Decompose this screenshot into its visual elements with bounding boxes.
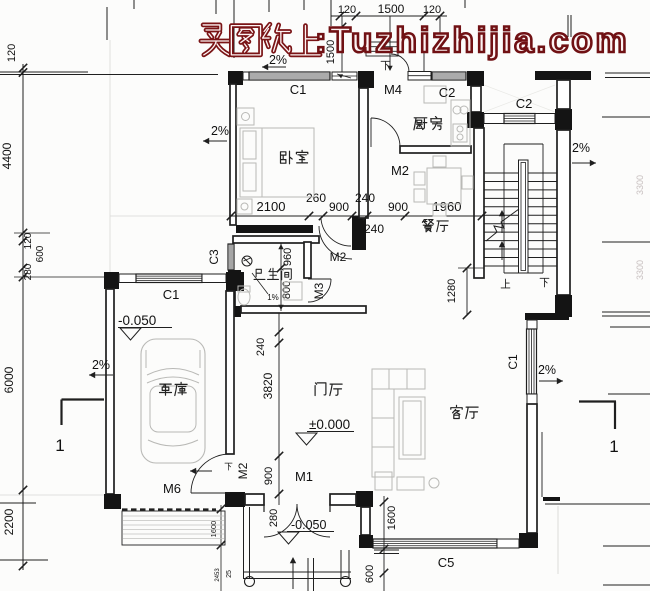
svg-text:1960: 1960 <box>433 199 462 214</box>
svg-text:120: 120 <box>423 4 441 16</box>
svg-text:600: 600 <box>364 565 376 583</box>
svg-text:1600: 1600 <box>209 521 218 538</box>
svg-text:-0.050: -0.050 <box>291 518 326 532</box>
svg-text:2%: 2% <box>572 141 590 155</box>
svg-text:C5: C5 <box>438 555 455 570</box>
svg-text:120: 120 <box>23 232 34 249</box>
svg-text:M2: M2 <box>236 462 250 479</box>
svg-text:M2: M2 <box>391 163 409 178</box>
svg-text:6000: 6000 <box>2 366 16 393</box>
svg-text:240: 240 <box>364 222 384 236</box>
svg-text:600: 600 <box>35 245 46 262</box>
svg-text:-0.050: -0.050 <box>118 313 156 328</box>
svg-text:M1: M1 <box>295 469 313 484</box>
svg-text:900: 900 <box>263 467 275 485</box>
svg-text:4400: 4400 <box>0 142 14 169</box>
svg-text:900: 900 <box>329 200 349 214</box>
svg-text:3820: 3820 <box>261 372 275 399</box>
svg-text:M6: M6 <box>163 481 181 496</box>
svg-text:120: 120 <box>338 4 356 16</box>
svg-text:1: 1 <box>55 436 64 455</box>
svg-text:3300: 3300 <box>635 260 645 280</box>
svg-text:1%: 1% <box>267 293 279 302</box>
svg-text:120: 120 <box>6 44 18 62</box>
svg-text:900: 900 <box>388 200 408 214</box>
svg-text:1500: 1500 <box>325 40 337 64</box>
svg-text:260: 260 <box>306 191 326 205</box>
svg-text:M2: M2 <box>330 250 347 264</box>
svg-text:1600: 1600 <box>386 506 398 530</box>
svg-text:800: 800 <box>281 281 293 299</box>
svg-text:280: 280 <box>23 263 34 280</box>
svg-text:2453: 2453 <box>215 568 221 582</box>
svg-text:3300: 3300 <box>635 175 645 195</box>
svg-text:2%: 2% <box>211 124 229 138</box>
svg-text:1500: 1500 <box>378 2 405 16</box>
svg-text:2200: 2200 <box>2 508 16 535</box>
svg-text:240: 240 <box>255 338 267 356</box>
svg-text:C2: C2 <box>439 85 456 100</box>
svg-text:C1: C1 <box>163 287 180 302</box>
svg-text:C1: C1 <box>290 82 307 97</box>
svg-text:±0.000: ±0.000 <box>309 417 350 432</box>
svg-text:C2: C2 <box>516 96 533 111</box>
svg-text:C1: C1 <box>506 354 520 370</box>
svg-text:2%: 2% <box>92 358 110 372</box>
svg-text:25: 25 <box>226 570 233 578</box>
svg-text:1: 1 <box>609 437 618 456</box>
svg-text:2%: 2% <box>269 53 287 67</box>
svg-text:280: 280 <box>268 509 280 527</box>
svg-text:240: 240 <box>355 191 375 205</box>
svg-text:M3: M3 <box>312 282 326 299</box>
svg-text::Tuzhizhijia.com: :Tuzhizhijia.com <box>315 21 629 60</box>
svg-text:C3: C3 <box>207 249 221 265</box>
svg-text:2%: 2% <box>538 363 556 377</box>
svg-text:M4: M4 <box>384 82 402 97</box>
svg-text:2100: 2100 <box>257 199 286 214</box>
svg-text:960: 960 <box>282 248 294 266</box>
svg-text:1280: 1280 <box>446 279 458 303</box>
